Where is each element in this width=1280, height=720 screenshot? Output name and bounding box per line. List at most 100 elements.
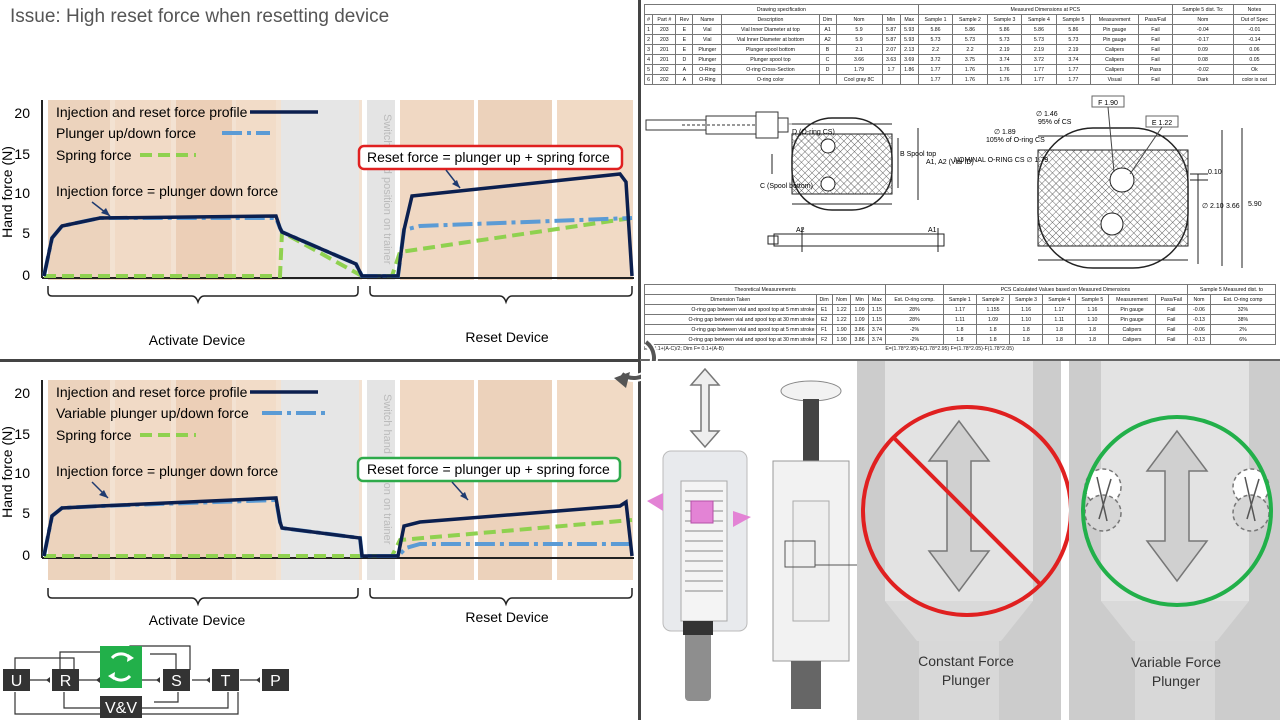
svg-text:P: P [270,673,281,690]
spec-header-8: Max [899,14,919,25]
theo-cell: 38% [1209,314,1277,325]
oring-detail [1037,127,1223,269]
theo-group-sample5: Sample 5 Measured dist. to [1186,284,1277,295]
spec-cell: -0.04 [1171,24,1234,35]
spec-cell: 3.69 [899,54,919,65]
reset-annotation-b: Reset force = plunger up + spring force [367,461,610,477]
spec-cell: B [818,44,837,55]
y-axis-label-b: Hand force (N) [0,426,15,518]
spec-cell: 5.73 [1055,34,1092,45]
spec-cell: Fail [1138,44,1173,55]
spec-header-7: Min [881,14,901,25]
spec-header-9: Sample 1 [917,14,954,25]
ytick-20: 20 [14,105,30,121]
theo-cell: 1.22 [831,304,852,315]
theo-group-pcs: PCS Calculated Values based on Measured … [942,284,1188,295]
profile-line-b [42,496,634,558]
theo-cell: Fail [1154,314,1188,325]
spec-cell: 3.74 [986,54,1023,65]
theo-header-7: Sample 2 [975,294,1011,305]
workflow-box-s: S [163,669,190,691]
spec-cell: Fail [1138,54,1173,65]
theo-cell: 1.09 [850,314,869,325]
theo-header-3: Min [850,294,869,305]
photo-strip-bottom [48,380,633,580]
theo-header-11: Measurement [1108,294,1156,305]
theo-header-0: Dimension Taken [644,294,817,305]
ok-circle-icon [1081,415,1273,607]
theo-cell: 1.11 [1042,314,1077,325]
label-366: 3.66 [1226,203,1240,210]
label-cs95: 95% of CS [1038,119,1072,126]
theo-cell: Pin gauge [1108,314,1156,325]
spec-cell: Pass [1138,64,1173,75]
spec-cell: Calipers [1090,64,1140,75]
theo-header-14: Est. O-ring comp [1209,294,1277,305]
spec-cell: Vial Inner Diameter at top [721,24,820,35]
spec-cell: Visual [1090,74,1140,85]
spec-cell: 0.05 [1232,54,1277,65]
theo-cell: 28% [885,314,944,325]
spec-cell: 2.19 [1021,44,1057,55]
injection-annotation-b: Injection force = plunger down force [56,463,278,479]
spec-group-sample5: Sample 5 dist. To: [1171,4,1234,15]
spec-cell: Fail [1138,74,1173,85]
spec-cell: O-ring Cross-Section [721,64,820,75]
profile-line [42,172,634,278]
theo-cell: 3.74 [867,324,887,335]
theo-cell: 3.86 [850,324,869,335]
spec-cell: 5.87 [881,34,901,45]
spec-cell: 5.93 [899,24,919,35]
svg-text:S: S [171,673,182,690]
theo-cell: 1.17 [1042,304,1077,315]
device-side-view [645,111,789,139]
theo-header-4: Max [867,294,887,305]
ytick-10-b: 10 [14,465,30,481]
spec-cell: 5.73 [1021,34,1057,45]
spec-cell: A [675,74,694,85]
theo-cell: 1.8 [1009,324,1044,335]
spec-cell: Plunger [692,44,723,55]
spec-header-10: Sample 2 [952,14,988,25]
spec-cell: E [675,44,694,55]
bottom-force-chart: Switch hand position on trainer 20 15 10… [0,380,634,628]
horizontal-divider-left [0,359,640,362]
page-title: Issue: High reset force when resetting d… [10,6,390,27]
horizontal-divider-right [640,359,1280,361]
spec-cell: 202 [652,74,677,85]
theo-cell: Pin gauge [1108,304,1156,315]
spec-header-0: # [643,14,654,25]
theo-cell: 1.8 [1075,334,1110,345]
label-f190: F 1.90 [1098,100,1118,107]
label-c-spool: C (Spool bottom) [760,183,813,190]
spec-cell: -0.14 [1232,34,1277,45]
spec-header-15: Pass/Fail [1138,14,1173,25]
workflow-diagram: U R V&V S T P [3,645,289,718]
spec-cell: 3 [643,44,654,55]
theo-header-8: Sample 3 [1009,294,1044,305]
spec-cell: O-Ring [692,74,723,85]
reset-annotation: Reset force = plunger up + spring force [367,149,610,165]
theo-cell: E1 [815,304,833,315]
spec-cell: A [675,64,694,75]
theo-cell: 1.8 [975,324,1011,335]
spec-cell: 5.86 [917,24,954,35]
theo-cell: O-ring gap between vial and spool top at… [644,314,817,325]
label-d189: ∅ 1.89 [994,129,1016,136]
theo-cell: -2% [885,334,944,345]
label-590: 5.90 [1248,201,1262,208]
spec-cell: 1.86 [899,64,919,75]
theo-cell: -0.06 [1186,324,1211,335]
theo-cell: O-ring gap between vial and spool top at… [644,304,817,315]
spec-group-notes: Notes [1232,4,1277,15]
spec-cell: 5.93 [899,34,919,45]
label-cs105: 105% of O-ring CS [986,137,1045,144]
spec-header-12: Sample 4 [1021,14,1057,25]
legend-spring: Spring force [56,147,132,163]
table-row: O-ring gap between vial and spool top at… [644,334,1277,345]
